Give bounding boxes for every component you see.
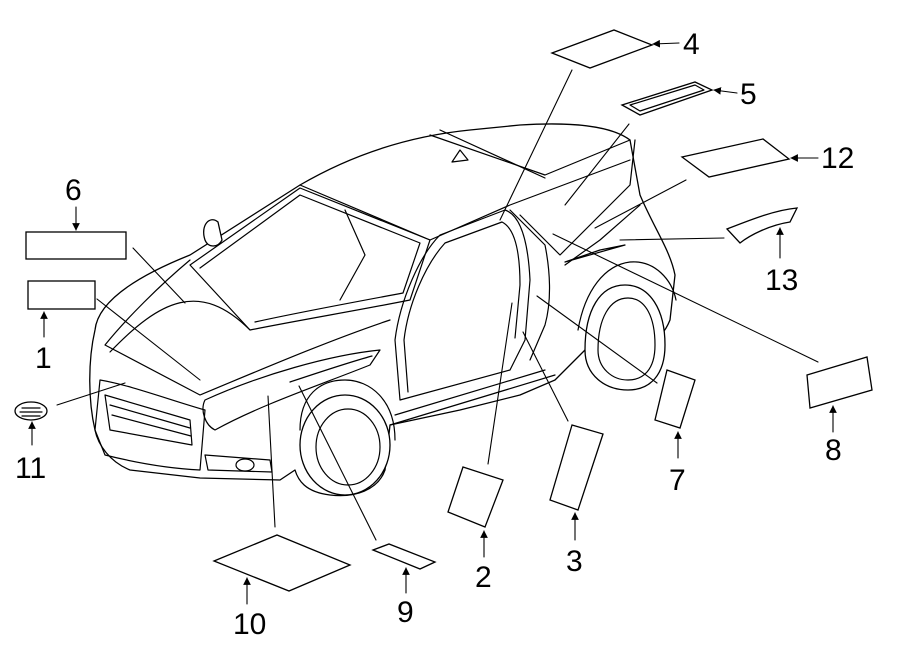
callout-13: 13 [765,264,798,297]
leader-2 [487,302,513,465]
rear-quarter [519,139,636,256]
front-wheel [299,379,396,496]
leader-11 [56,382,126,406]
callout-9: 9 [397,596,414,629]
leader-13 [619,237,725,241]
grille [104,394,193,446]
car-illustration [89,123,677,497]
label-2-shape [447,466,504,528]
windshield [189,187,431,331]
label-8-shape [806,356,873,409]
label-shapes [14,29,873,592]
grille-frame [94,379,206,471]
leader-8 [552,233,819,363]
callout-3: 3 [566,545,583,578]
roof-ridge [439,129,546,179]
door-opening-inner [403,221,521,393]
side-sill-lower [394,369,546,416]
antenna [451,149,469,163]
rear-vent [564,244,626,263]
hood-crease [109,300,251,353]
callout-8: 8 [825,434,842,467]
label-4-shape [550,29,654,69]
leader-7 [536,295,658,384]
label-13-shape [725,207,799,244]
leader-lines [56,69,819,541]
rear-wheel [577,261,677,391]
leader-4 [499,69,573,221]
label-9-shape [371,543,437,570]
callout-5: 5 [740,78,757,111]
rear-opening [509,209,551,361]
roof-edge [429,134,631,176]
a-pillar [339,209,366,301]
label-10-shape [212,534,352,592]
arrow-5 [713,87,738,95]
leader-12 [594,179,687,229]
callout-4: 4 [683,28,700,61]
arrow-4 [652,39,680,48]
windshield-inner [199,194,421,323]
label-1-shape [27,280,96,310]
rear-window [564,204,641,266]
fog-lamp-bulb [235,458,255,472]
callout-arrows [28,39,837,605]
hood [104,259,391,396]
label-5-shape [620,81,714,116]
label-6-shape [25,231,127,260]
leader-5 [564,123,630,206]
callout-12: 12 [821,142,854,175]
callout-10: 10 [233,608,266,641]
callout-6: 6 [65,174,82,207]
label-7-shape [654,369,696,429]
side-sill [389,374,556,426]
leader-6 [132,247,186,304]
grille-slat-1 [109,404,191,429]
leader-1 [96,298,201,381]
callout-11: 11 [15,452,46,485]
label-12-shape [680,138,791,178]
side-mirror [203,219,223,247]
leader-10 [267,395,276,528]
callout-2: 2 [475,561,492,594]
label-11-emblem [14,401,48,421]
callout-numbers: 6 1 11 4 5 12 13 8 7 3 2 9 10 [15,28,854,641]
grille-slat-2 [111,414,192,437]
headlight [202,349,381,431]
leader-3 [522,331,569,422]
roof-line [299,159,631,241]
leader-9 [298,385,377,541]
label-3-shape [549,424,604,511]
callout-1: 1 [35,342,52,375]
callout-7: 7 [669,464,686,497]
headlight-inner [289,355,373,383]
